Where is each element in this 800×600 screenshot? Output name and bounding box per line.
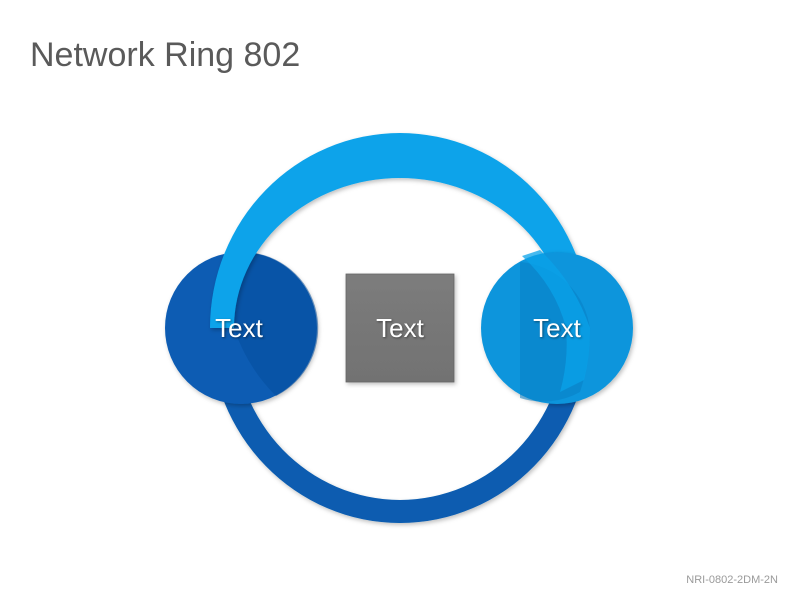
left-node-ring-overlap <box>230 252 319 396</box>
center-box <box>345 273 455 383</box>
right-ring-band <box>522 250 591 392</box>
ring-bottom-arc <box>210 328 590 523</box>
footer-code: NRI-0802-2DM-2N <box>686 574 778 586</box>
right-node-label[interactable]: Text <box>533 313 581 343</box>
left-node-label[interactable]: Text <box>215 313 263 343</box>
ring-top-arc <box>210 133 590 328</box>
center-node-label[interactable]: Text <box>376 313 424 343</box>
page-title: Network Ring 802 <box>30 36 301 74</box>
